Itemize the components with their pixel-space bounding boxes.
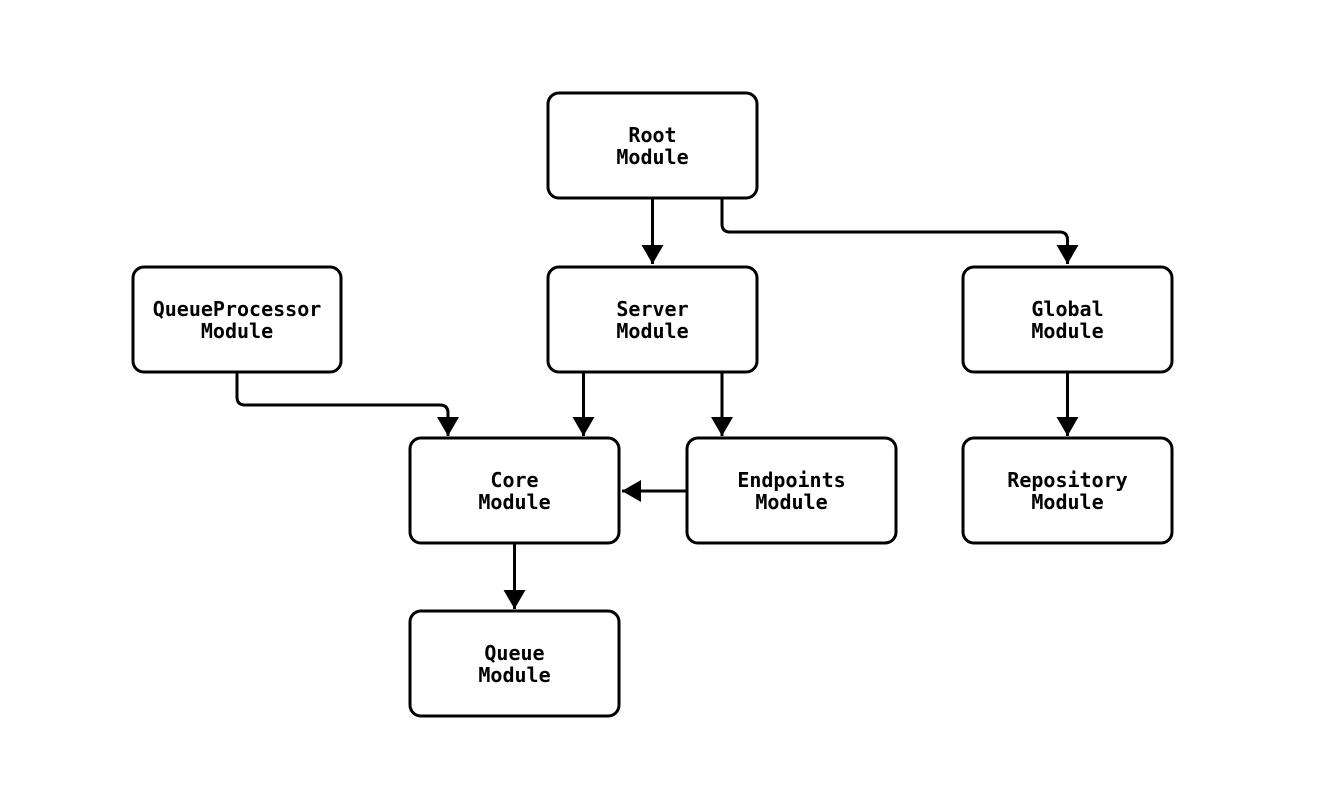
node-queueprocessor-module: QueueProcessor Module bbox=[131, 265, 343, 374]
node-root-module-box bbox=[546, 91, 759, 200]
node-core-module-label-line2: Module bbox=[478, 490, 550, 514]
node-queue-module-label-line1: Queue bbox=[484, 641, 544, 665]
node-root-module-label-line2: Module bbox=[616, 145, 688, 169]
node-repository-module-label-line1: Repository bbox=[1007, 468, 1127, 492]
node-server-module-label-line2: Module bbox=[616, 319, 688, 343]
node-queue-module: Queue Module bbox=[408, 609, 621, 718]
node-core-module-label-line1: Core bbox=[490, 468, 538, 492]
node-global-module-label-line1: Global bbox=[1031, 297, 1103, 321]
edge-root-to-global bbox=[720, 198, 1079, 264]
node-global-module: Global Module bbox=[961, 265, 1174, 374]
node-queue-module-label-line2: Module bbox=[478, 663, 550, 687]
node-global-module-label-line2: Module bbox=[1031, 319, 1103, 343]
node-repository-module: Repository Module bbox=[961, 436, 1174, 545]
node-server-module-label-line1: Server bbox=[616, 297, 688, 321]
node-server-module-box bbox=[546, 265, 759, 374]
node-core-module-box bbox=[408, 436, 621, 545]
node-repository-module-box bbox=[961, 436, 1174, 545]
node-queue-module-box bbox=[408, 609, 621, 718]
edge-queueprocessor-to-core bbox=[235, 372, 459, 436]
node-queueprocessor-module-label-line1: QueueProcessor bbox=[153, 297, 322, 321]
node-global-module-box bbox=[961, 265, 1174, 374]
node-endpoints-module-label-line2: Module bbox=[755, 490, 827, 514]
node-queueprocessor-module-box bbox=[131, 265, 343, 374]
node-queueprocessor-module-label-line2: Module bbox=[201, 319, 273, 343]
node-endpoints-module-box bbox=[685, 436, 898, 545]
node-root-module: Root Module bbox=[546, 91, 759, 200]
node-server-module: Server Module bbox=[546, 265, 759, 374]
node-endpoints-module-label-line1: Endpoints bbox=[737, 468, 845, 492]
node-core-module: Core Module bbox=[408, 436, 621, 545]
edges bbox=[235, 198, 1079, 609]
node-endpoints-module: Endpoints Module bbox=[685, 436, 898, 545]
node-repository-module-label-line2: Module bbox=[1031, 490, 1103, 514]
node-root-module-label-line1: Root bbox=[628, 123, 676, 147]
